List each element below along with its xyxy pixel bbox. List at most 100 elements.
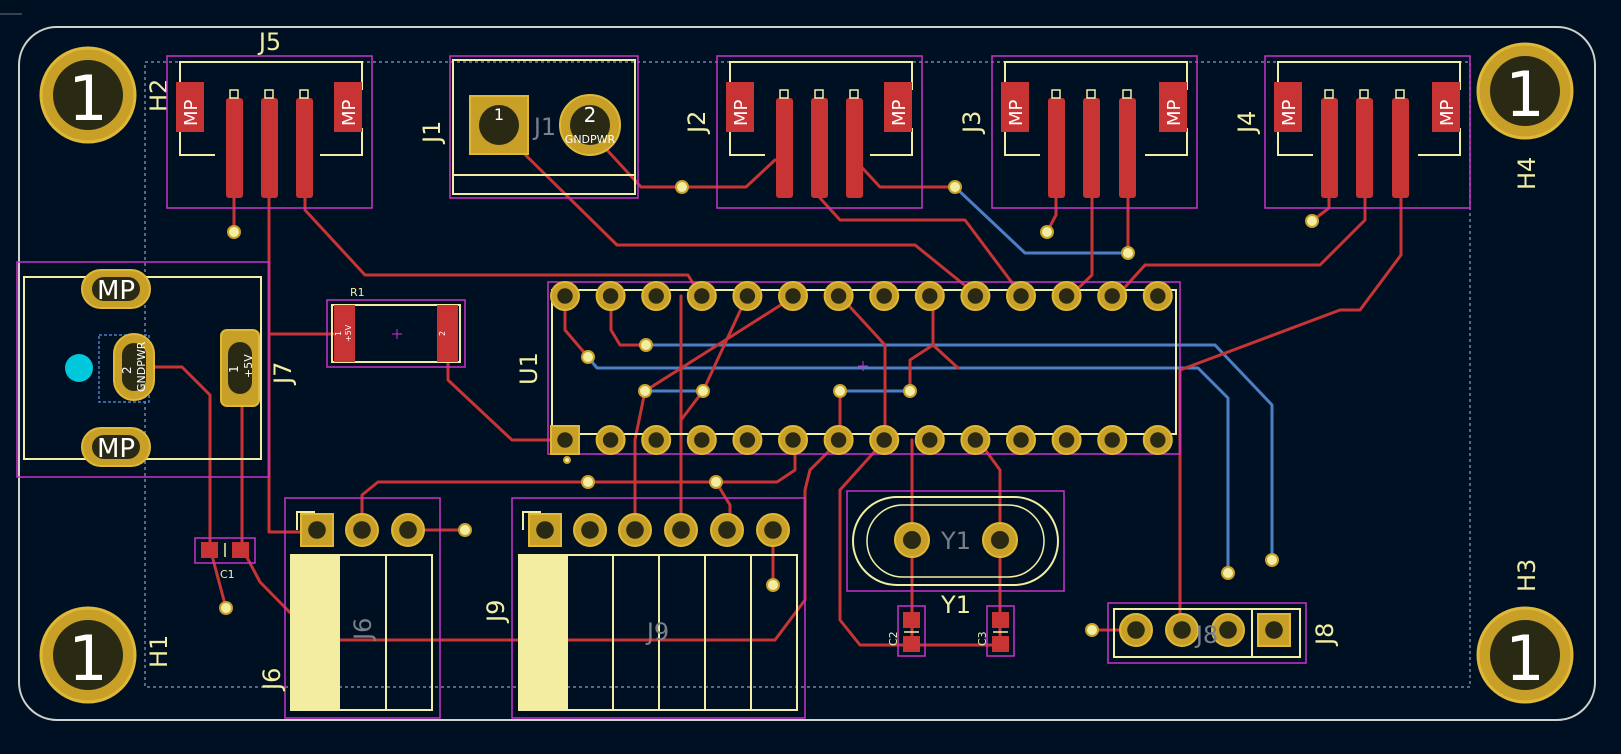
- courtyard: [547, 281, 1181, 455]
- mounting-hole-h1[interactable]: 1 H1: [39, 606, 173, 704]
- mount-pad: MP: [81, 427, 151, 467]
- courtyard: [846, 490, 1065, 592]
- mount-pad-label: MP: [1279, 99, 1300, 126]
- mount-pad: [176, 82, 204, 132]
- mount-pad-label: MP: [1006, 99, 1027, 126]
- crystal-y1[interactable]: Y1 Y1: [846, 490, 1065, 619]
- mounting-hole-pad-number: 1: [1505, 622, 1544, 695]
- courtyard: [716, 55, 923, 209]
- round-pad: [550, 281, 580, 311]
- pin-pad: [846, 98, 863, 198]
- round-pad: [1006, 281, 1036, 311]
- silk-outline: [551, 289, 1177, 435]
- round-pad: [732, 281, 763, 311]
- ref-j9: J9: [482, 600, 510, 624]
- courtyard: [166, 55, 373, 209]
- round-pad: [345, 513, 379, 547]
- ref-h4: H4: [1513, 157, 1541, 190]
- connector-j1[interactable]: J1 1 2 GNDPWR J1: [418, 55, 639, 199]
- round-pad: [960, 281, 991, 311]
- svg-text:1: 1: [334, 331, 343, 336]
- mount-pad-label: MP: [1164, 99, 1185, 126]
- connector-j4[interactable]: J4 MP MP: [1233, 55, 1471, 209]
- svg-text:2: 2: [438, 331, 447, 336]
- round-pad: [664, 513, 698, 547]
- courtyard: [326, 299, 466, 368]
- u1-pin-row: [550, 281, 1173, 455]
- mount-pad: [1001, 82, 1029, 132]
- pad-2: [201, 542, 218, 558]
- round-pad: [914, 281, 945, 311]
- pad-1: 1 +5V: [220, 329, 260, 407]
- silk-outline: [729, 61, 913, 156]
- mounting-hole-h3[interactable]: 1 H3: [1476, 559, 1574, 704]
- pad-1: [334, 305, 355, 362]
- pad-1: [232, 542, 249, 558]
- silk-outline: [1113, 608, 1301, 658]
- mounting-hole-h2[interactable]: 1 H2: [39, 46, 173, 144]
- round-pad: [1165, 613, 1199, 647]
- pad-2: 2 GNDPWR: [113, 333, 155, 401]
- j9-pin-row: [528, 513, 790, 547]
- square-pad: [550, 425, 580, 455]
- silk-outline: [179, 61, 363, 156]
- pad-2: [992, 636, 1009, 652]
- mounting-hole-pad-number: 1: [1505, 58, 1544, 131]
- capacitor-c3[interactable]: C3: [976, 605, 1015, 657]
- courtyard: [897, 605, 926, 657]
- mount-pad: [884, 82, 912, 132]
- pin-pad: [1321, 98, 1338, 198]
- ref-r1: R1: [350, 286, 365, 299]
- ref-j7: J7: [269, 362, 297, 386]
- pin-pad: [261, 98, 278, 198]
- pad-1: [992, 612, 1009, 628]
- courtyard: [284, 497, 441, 719]
- round-pad: [1051, 425, 1082, 455]
- round-pad: [618, 513, 652, 547]
- round-pad: [823, 281, 854, 311]
- capacitor-c2[interactable]: C2: [887, 605, 926, 657]
- connector-j3[interactable]: J3 MP MP: [958, 55, 1198, 209]
- pin-pad: [1119, 98, 1136, 198]
- round-pad: [595, 425, 626, 455]
- courtyard: [1264, 55, 1471, 209]
- capacitor-c1[interactable]: C1: [194, 537, 256, 581]
- mount-pad-label: MP: [731, 99, 752, 126]
- round-pad: [641, 281, 672, 311]
- svg-text:+5V: +5V: [344, 324, 353, 342]
- round-pad: [1006, 425, 1036, 455]
- ref-j3: J3: [958, 111, 986, 135]
- connector-j5[interactable]: J5 MP MP: [166, 28, 373, 209]
- inner-ref-j8: J8: [1194, 621, 1218, 649]
- round-pad: [1051, 281, 1082, 311]
- connector-j6[interactable]: J6 J6: [258, 497, 441, 719]
- mount-pad: [1159, 82, 1187, 132]
- mount-pad: [1274, 82, 1302, 132]
- ref-h1: H1: [145, 635, 173, 668]
- pin-pad: [226, 98, 243, 198]
- round-pad: [595, 281, 626, 311]
- round-pad: [960, 425, 991, 455]
- connector-j7[interactable]: MP MP 2 GNDPWR 1 +5V J7: [16, 261, 297, 478]
- round-pad: [641, 425, 672, 455]
- inner-ref-j9: J9: [645, 618, 669, 646]
- inner-ref-y1: Y1: [940, 527, 971, 555]
- round-pad: [1142, 281, 1173, 311]
- round-pad: [710, 513, 744, 547]
- connector-j8[interactable]: J8 J8: [1107, 602, 1339, 664]
- ic-u1[interactable]: U1: [515, 281, 1181, 455]
- round-pad: [778, 425, 808, 455]
- j6-pin-row: [300, 513, 425, 547]
- inner-ref-j1: J1: [532, 113, 556, 141]
- courtyard: [986, 605, 1015, 657]
- connector-j9[interactable]: J9 J9: [482, 497, 806, 719]
- pad-2: [437, 305, 458, 362]
- resistor-r1[interactable]: R1 1 +5V 2: [326, 286, 466, 368]
- pin1-marker: [65, 354, 93, 382]
- round-pad: [869, 281, 900, 311]
- ref-j8: J8: [1311, 623, 1339, 647]
- ref-j4: J4: [1233, 111, 1261, 135]
- connector-j2[interactable]: J2 MP MP: [683, 55, 923, 209]
- mounting-hole-h4[interactable]: 1 H4: [1476, 42, 1574, 190]
